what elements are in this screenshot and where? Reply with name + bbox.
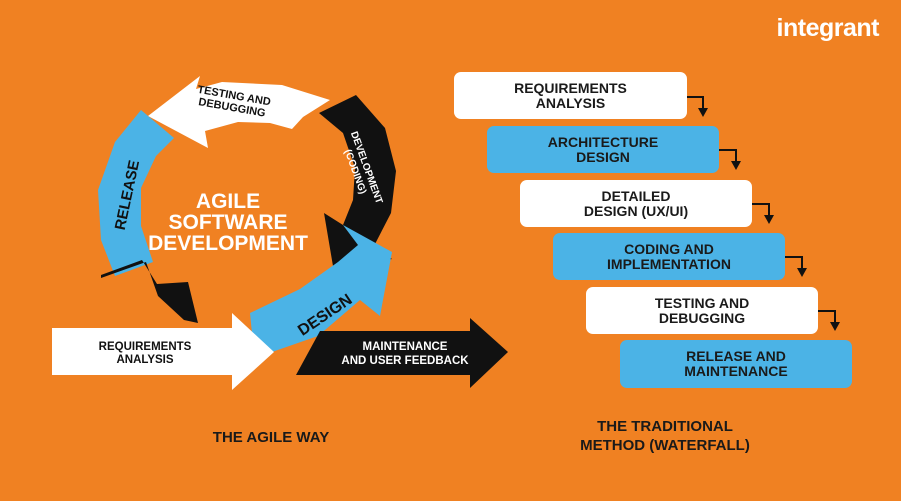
step-line1: TESTING AND [654,294,750,311]
integrant-logo: integrant [776,14,880,42]
waterfall-caption-line2: METHOD (WATERFALL) [580,437,750,454]
agile-caption: THE AGILE WAY [212,429,330,446]
agile-center-line1: AGILE [196,190,260,213]
step-line1: DETAILED [601,187,671,204]
step-line2: ANALYSIS [535,94,606,111]
testing-debugging-arrow [148,76,330,148]
waterfall-caption-line1: THE TRADITIONAL [597,418,733,435]
requirements-label-line2: ANALYSIS [116,354,173,366]
maintenance-label-line1: MAINTENANCE [363,341,448,353]
connector-arrow-3 [752,203,770,216]
agile-center-line3: DEVELOPMENT [148,232,308,255]
waterfall-step-testing: TESTING AND DEBUGGING [586,287,818,334]
release-arrow [98,110,174,276]
waterfall-caption: THE TRADITIONAL METHOD (WATERFALL) [545,417,785,455]
step-line2: DEBUGGING [658,309,746,326]
step-line2: IMPLEMENTATION [607,255,731,272]
connector-arrow-5 [818,310,836,323]
connector-arrow-2 [719,149,737,162]
connector-arrow-1 [687,96,704,109]
waterfall-connectors [687,96,836,323]
waterfall-step-requirements: REQUIREMENTS ANALYSIS [454,72,687,119]
step-line1: RELEASE AND [686,348,786,364]
step-line1: ARCHITECTURE [547,133,659,150]
step-line2: DESIGN [576,148,630,165]
waterfall-step-detailed-design: DETAILED DESIGN (UX/UI) [520,180,752,227]
design-arrow [250,225,392,354]
step-line2: MAINTENANCE [684,363,788,379]
requirements-arrow [52,313,274,390]
connector-arrowhead-4 [797,268,807,277]
release-tail-arrow [101,260,198,323]
connector-arrowhead-3 [764,215,774,224]
connector-arrowhead-2 [731,161,741,170]
connector-arrowhead-5 [830,322,840,331]
step-line1: CODING AND [624,240,714,257]
connector-arrow-4 [785,256,803,269]
agile-center-line2: SOFTWARE [169,211,288,234]
connector-arrowhead-1 [698,108,708,117]
step-line2: DESIGN (UX/UI) [583,202,689,219]
maintenance-arrow [296,318,508,388]
requirements-label-line1: REQUIREMENTS [99,341,192,353]
step-line1: REQUIREMENTS [514,79,627,96]
waterfall-step-architecture: ARCHITECTURE DESIGN [487,126,719,173]
waterfall-step-coding: CODING AND IMPLEMENTATION [553,233,785,280]
waterfall-step-release: RELEASE AND MAINTENANCE [620,340,852,388]
maintenance-label-line2: AND USER FEEDBACK [341,355,469,367]
development-arrow [319,95,396,272]
